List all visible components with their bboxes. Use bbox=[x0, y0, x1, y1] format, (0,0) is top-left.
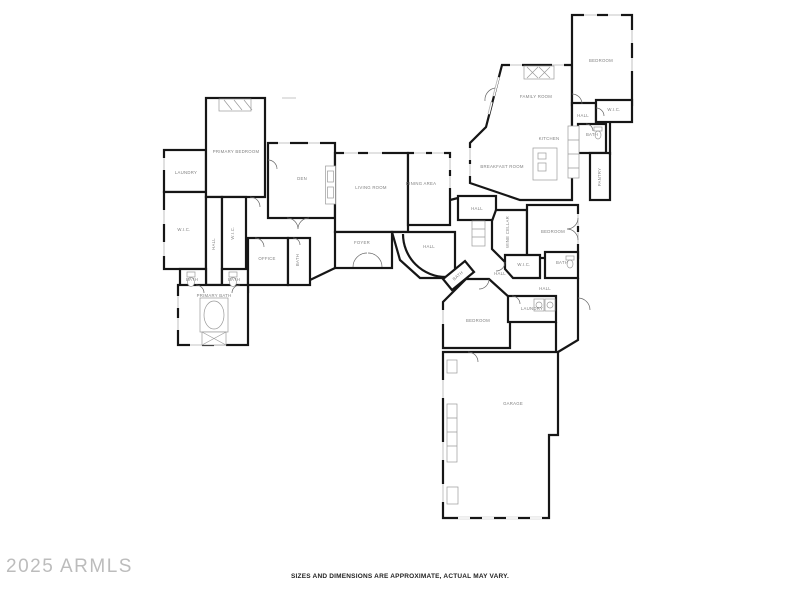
wall-primary-bedroom bbox=[204, 96, 267, 199]
wardrobe-hatch-lines bbox=[223, 99, 253, 111]
garage-shelving bbox=[446, 403, 458, 463]
kitchen-appliance-column bbox=[567, 125, 580, 179]
wall-bedroom-mid bbox=[525, 203, 580, 260]
room-label-bath: BATH bbox=[295, 254, 300, 266]
room-label-hall: HALL bbox=[211, 238, 216, 250]
room-label-foyer: FOYER bbox=[354, 240, 370, 245]
wall-hall-mid bbox=[456, 194, 498, 222]
room-label-dining-area: DINING AREA bbox=[406, 181, 436, 186]
room-label-hall: HALL bbox=[539, 286, 551, 291]
room-label-hall: HALL bbox=[494, 271, 506, 276]
wall-dining-area bbox=[406, 151, 452, 227]
room-label-hall: HALL bbox=[423, 244, 435, 249]
wall-garage bbox=[441, 350, 560, 520]
room-label-bedroom: BEDROOM bbox=[466, 318, 490, 323]
kitchen-cooktop bbox=[537, 162, 547, 172]
room-label-bath: BATH bbox=[228, 277, 240, 282]
shower-x-lines bbox=[201, 331, 227, 346]
bathtub bbox=[203, 300, 225, 330]
room-label-office: OFFICE bbox=[258, 256, 275, 261]
wine-rack-shelves bbox=[472, 228, 485, 238]
kitchen-sink bbox=[537, 152, 547, 160]
garage-cabinet-top bbox=[446, 359, 458, 374]
room-label-family-room: FAMILY ROOM bbox=[520, 94, 552, 99]
garage-shelf-lines bbox=[447, 417, 457, 447]
room-label-den: DEN bbox=[297, 176, 307, 181]
room-label-bath: BATH bbox=[586, 132, 598, 137]
room-label-breakfast-room: BREAKFAST ROOM bbox=[480, 164, 523, 169]
room-label-pantry: PANTRY bbox=[597, 168, 602, 187]
wall-entry-return bbox=[309, 267, 336, 281]
toilet-tank-topright-bath bbox=[593, 126, 603, 132]
room-labels: PRIMARY BEDROOM LAUNDRY W.I.C. HALL W.I.C. DE… bbox=[175, 58, 620, 406]
wall-living-room bbox=[333, 151, 410, 234]
room-label-hall: HALL bbox=[471, 206, 483, 211]
toilet-bowl-mid-bath bbox=[566, 259, 574, 269]
room-label-bedroom: BEDROOM bbox=[589, 58, 613, 63]
wall-den bbox=[266, 141, 337, 220]
room-label-w-i-c: W.I.C. bbox=[517, 262, 530, 267]
wall-curved-hall bbox=[390, 230, 457, 280]
toilet-tank-right bbox=[228, 271, 238, 278]
room-label-living-room: LIVING ROOM bbox=[355, 185, 387, 190]
room-label-laundry: LAUNDRY bbox=[175, 170, 197, 175]
living-room-media-shelf-top bbox=[327, 170, 334, 183]
room-label-kitchen: KITCHEN bbox=[539, 136, 560, 141]
room-label-laundry: LAUNDRY bbox=[521, 306, 543, 311]
toilet-bowl-left bbox=[187, 277, 195, 287]
garage-cabinet-bottom bbox=[446, 486, 459, 505]
room-label-garage: GARAGE bbox=[503, 401, 523, 406]
room-label-bath: BATH bbox=[452, 270, 465, 282]
room-label-bedroom: BEDROOM bbox=[541, 229, 565, 234]
toilet-bowl-right bbox=[229, 277, 237, 287]
door-arcs bbox=[195, 87, 605, 363]
kitchen-appliance-dividers bbox=[568, 139, 579, 169]
family-room-media-x-lines bbox=[526, 66, 551, 79]
wardrobe-primary-bedroom bbox=[218, 98, 252, 112]
wall-foyer bbox=[333, 230, 394, 270]
room-label-wine-cellar: WINE CELLAR bbox=[505, 216, 510, 248]
toilet-bowl-topright-bath bbox=[594, 130, 602, 140]
family-room-media-wall bbox=[523, 65, 555, 80]
armls-watermark: 2025 ARMLS bbox=[6, 556, 133, 577]
toilet-tank-left bbox=[186, 271, 196, 278]
wall-rear-hall bbox=[557, 278, 580, 353]
living-room-media-wall bbox=[325, 165, 336, 205]
room-label-hall: HALL bbox=[577, 113, 589, 118]
room-label-w-i-c: W.I.C. bbox=[177, 227, 190, 232]
wall-pantry bbox=[588, 151, 612, 202]
room-label-bath: BATH bbox=[186, 277, 198, 282]
wall-office-bath bbox=[286, 236, 312, 287]
room-label-bath: BATH bbox=[556, 260, 568, 265]
washer-door bbox=[535, 301, 543, 309]
window-glass-lines bbox=[163, 14, 633, 502]
room-label-primary-bedroom: PRIMARY BEDROOM bbox=[213, 149, 260, 154]
disclaimer-text: SIZES AND DIMENSIONS ARE APPROXIMATE, AC… bbox=[291, 573, 509, 580]
wall-dining-breakfast-link bbox=[449, 196, 459, 202]
wall-wic-mid bbox=[503, 253, 542, 280]
room-label-w-i-c: W.I.C. bbox=[230, 226, 235, 239]
wall-curved-gallery bbox=[401, 233, 447, 279]
living-room-media-shelf-bottom bbox=[327, 186, 334, 199]
wall-wic-topright bbox=[594, 98, 634, 124]
room-label-w-i-c: W.I.C. bbox=[607, 107, 620, 112]
wine-rack bbox=[471, 220, 486, 247]
wall-office bbox=[246, 236, 290, 287]
room-label-primary-bath: PRIMARY BATH bbox=[197, 293, 232, 298]
dryer-door bbox=[546, 301, 554, 309]
